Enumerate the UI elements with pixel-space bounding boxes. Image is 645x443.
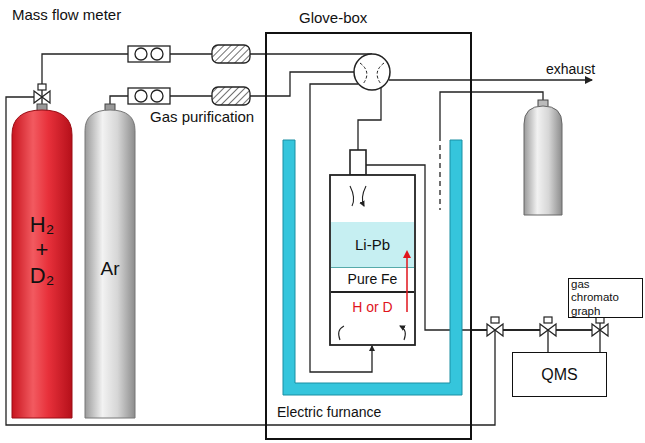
lithium-lead-layer: Li-Pb [331, 222, 414, 268]
node-label: QMS [541, 366, 577, 384]
mass-spectrometer-box: QMS [512, 352, 607, 397]
gas-purifier [212, 45, 250, 105]
mass-flow-meter [128, 46, 170, 104]
glove-box: Glove-boxElectric furnanceLi-PbPure FeH … [265, 32, 472, 440]
permeation-arrow [331, 268, 414, 322]
node-label: Glove-box [299, 9, 367, 26]
node-label: Li-Pb [355, 236, 390, 253]
part-label: exhaust [546, 61, 595, 77]
node-label: gas chromato graph [571, 278, 640, 318]
gas-chromatograph-box: gas chromato graph [568, 278, 643, 318]
iron-membrane: Pure Fe H or D [331, 268, 414, 322]
node-label: Electric furnance [277, 404, 381, 420]
node-note: H or D [331, 299, 414, 315]
four-way-valve [354, 54, 390, 90]
gas-cylinder: Ar [85, 104, 135, 418]
reaction-vessel [330, 150, 415, 345]
gas-lines [6, 54, 600, 425]
node-label: Pure Fe [331, 268, 414, 293]
right-argon-cylinder [524, 100, 562, 215]
node-label: Ar [85, 258, 135, 280]
part-label: Gas purification [150, 108, 254, 125]
node-label: H₂ + D₂ [26, 212, 59, 288]
gas-cylinder: H₂ + D₂ [12, 104, 72, 418]
gas-line [472, 330, 548, 352]
part-label: Mass flow meter [12, 6, 121, 23]
electric-furnace: Electric furnance Li-PbPure Fe H or D [275, 140, 465, 422]
